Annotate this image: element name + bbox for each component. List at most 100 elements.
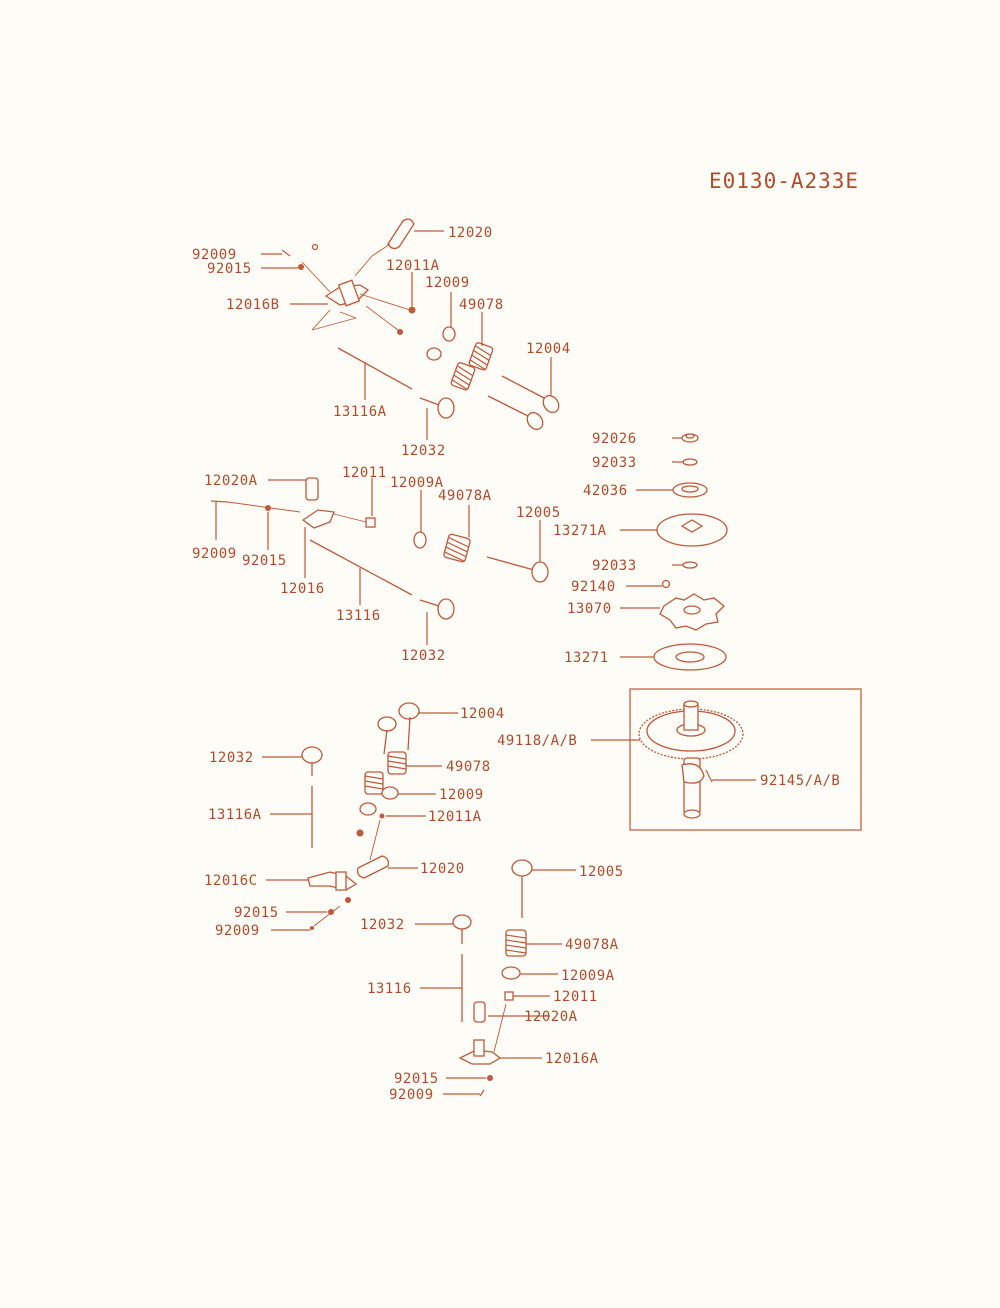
diagram-code: E0130-A233E	[709, 169, 859, 193]
part-12011-middle	[365, 478, 376, 528]
part-12005-middle	[486, 520, 549, 583]
label-49078A-lower: 49078A	[565, 937, 619, 953]
label-92033-b: 92033	[592, 558, 637, 574]
label-92015-upper: 92015	[207, 261, 252, 277]
part-12009A-lower	[501, 966, 558, 980]
part-12020A-middle	[268, 477, 319, 501]
part-12011A-lower	[356, 813, 426, 861]
label-42036: 42036	[583, 483, 628, 499]
part-92009-lower-b	[443, 1089, 485, 1097]
label-92009-upper: 92009	[192, 247, 237, 263]
middle-rocker-assembly	[210, 477, 549, 645]
label-92033-a: 92033	[592, 455, 637, 471]
label-12011A-upper: 12011A	[386, 258, 440, 274]
part-12016C-lower	[266, 871, 358, 891]
part-13116-lower	[420, 954, 463, 1022]
part-92026	[672, 433, 699, 443]
label-12032-lower: 12032	[209, 750, 254, 766]
part-12016A-lower	[458, 1039, 542, 1065]
label-12020A-lower: 12020A	[524, 1009, 578, 1025]
label-12005-lower: 12005	[579, 864, 624, 880]
label-92015-lower-b: 92015	[394, 1071, 439, 1087]
label-12020-upper: 12020	[448, 225, 493, 241]
camshaft-assembly	[591, 688, 862, 831]
label-12011A-lower: 12011A	[428, 809, 482, 825]
label-92026: 92026	[592, 431, 637, 447]
label-49078-lower: 49078	[446, 759, 491, 775]
part-92145	[705, 769, 756, 783]
part-12020A-lower	[473, 1001, 550, 1053]
part-13070	[620, 593, 725, 631]
label-13271A: 13271A	[553, 523, 607, 539]
label-13070: 13070	[567, 601, 612, 617]
part-12009-lower	[359, 786, 436, 816]
label-12009A-lower: 12009A	[561, 968, 615, 984]
part-12016-middle	[301, 509, 367, 578]
label-12011-middle: 12011	[342, 465, 387, 481]
label-12005-middle: 12005	[516, 505, 561, 521]
label-49078-upper: 49078	[459, 297, 504, 313]
part-12011A-upper	[359, 272, 416, 335]
label-92015-lower: 92015	[234, 905, 279, 921]
label-92145: 92145/A/B	[760, 773, 840, 789]
part-12020-upper	[387, 218, 444, 250]
label-12020A-middle: 12020A	[204, 473, 258, 489]
part-92015-upper	[261, 264, 304, 270]
label-49118: 49118/A/B	[497, 733, 577, 749]
part-49118	[591, 700, 744, 819]
part-13116-middle	[309, 539, 413, 605]
part-49078-upper	[450, 312, 494, 391]
upper-rocker-assembly	[261, 218, 560, 440]
part-49078-lower	[364, 751, 442, 795]
part-12009A-middle	[413, 490, 427, 549]
part-12032-middle	[419, 598, 455, 645]
camshaft-detail-box	[629, 688, 862, 831]
part-12005-lower	[511, 859, 576, 918]
label-13116-middle: 13116	[336, 608, 381, 624]
label-12009-lower: 12009	[439, 787, 484, 803]
lower-left-rocker-assembly	[262, 702, 458, 931]
label-92009-lower-b: 92009	[389, 1087, 434, 1103]
label-92140: 92140	[571, 579, 616, 595]
part-12009-upper	[426, 292, 456, 361]
label-12016A-lower: 12016A	[545, 1051, 599, 1067]
part-13271A	[620, 513, 728, 547]
label-12032-upper: 12032	[401, 443, 446, 459]
part-12004-upper	[487, 357, 560, 431]
label-12032-middle: 12032	[401, 648, 446, 664]
label-13116A-lower: 13116A	[208, 807, 262, 823]
label-92015-middle: 92015	[242, 553, 287, 569]
label-12011-lower: 12011	[553, 989, 598, 1005]
part-92015-middle	[265, 505, 271, 550]
governor-parts	[620, 433, 728, 671]
part-13116A-upper	[337, 347, 413, 400]
part-49078A-lower	[505, 929, 562, 957]
label-12004-upper: 12004	[526, 341, 571, 357]
part-12016B-upper	[290, 243, 391, 331]
label-12016-middle: 12016	[280, 581, 325, 597]
part-12004-lower	[377, 702, 458, 755]
part-92009-lower	[271, 905, 341, 931]
part-12032-lower	[262, 746, 323, 776]
label-12004-lower: 12004	[460, 706, 505, 722]
part-12011-lower	[504, 991, 550, 1001]
part-49078A-middle	[443, 505, 471, 563]
part-13116A-lower	[270, 786, 313, 848]
part-12032-upper	[419, 397, 455, 440]
part-92033-a	[672, 458, 698, 466]
label-12016C-lower: 12016C	[204, 873, 258, 889]
lower-right-rocker-assembly	[415, 859, 576, 1097]
part-12032-lower-b	[415, 914, 472, 944]
part-92009-middle	[210, 500, 301, 540]
part-92033-b	[672, 561, 698, 569]
label-13116-lower: 13116	[367, 981, 412, 997]
part-42036	[636, 482, 708, 498]
label-12020-lower: 12020	[420, 861, 465, 877]
label-49078A-middle: 49078A	[438, 488, 492, 504]
label-13116A-upper: 13116A	[333, 404, 387, 420]
label-12032-lower-b: 12032	[360, 917, 405, 933]
label-13271: 13271	[564, 650, 609, 666]
part-92015-lower	[286, 897, 351, 915]
part-92009-upper	[261, 243, 319, 257]
